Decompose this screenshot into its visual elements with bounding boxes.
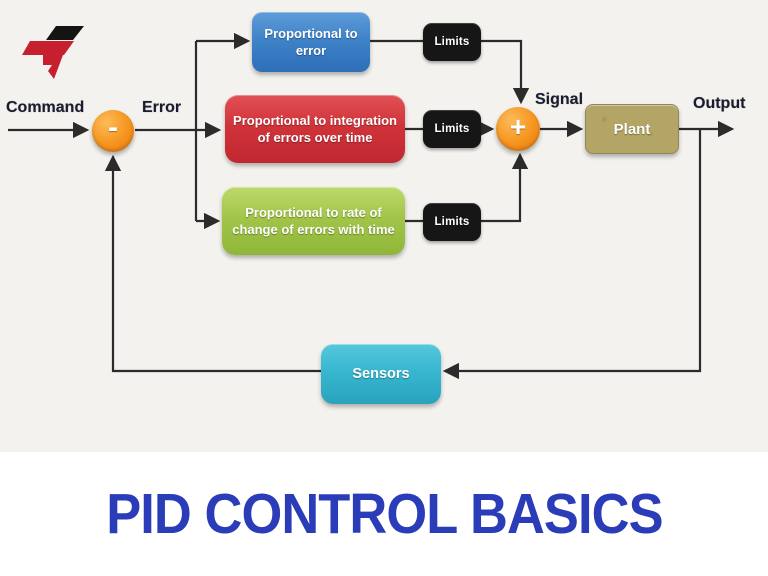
limits-block-1: Limits — [423, 23, 481, 61]
limits-block-3: Limits — [423, 203, 481, 241]
wire-feedback-to-sensors — [442, 130, 702, 380]
output-label: Output — [693, 95, 746, 112]
page-title: PID CONTROL BASICS — [105, 482, 663, 546]
connector-lines — [8, 32, 735, 380]
plus-junction: + — [496, 107, 540, 151]
sensors-block: Sensors — [321, 344, 441, 404]
t-flag-logo-icon — [22, 26, 84, 79]
integral-block: Proportional to integration of errors ov… — [225, 95, 405, 163]
signal-label: Signal — [535, 91, 584, 108]
title-bar: PID CONTROL BASICS — [0, 452, 768, 576]
wire-limits3-to-plus — [481, 152, 529, 223]
derivative-block: Proportional to rate of change of errors… — [222, 187, 405, 255]
wire-limits1-to-plus — [481, 39, 530, 105]
wire-sensors-to-minus — [104, 154, 321, 373]
limits-block-2: Limits — [423, 110, 481, 148]
proportional-block: Proportional to error — [252, 12, 370, 72]
error-label: Error — [142, 99, 182, 116]
plant-block: Plant — [585, 104, 679, 154]
command-label: Command — [6, 99, 85, 116]
pid-block-diagram: Command Error Signal Output - + Proporti… — [0, 0, 768, 452]
minus-junction: - — [92, 110, 134, 152]
